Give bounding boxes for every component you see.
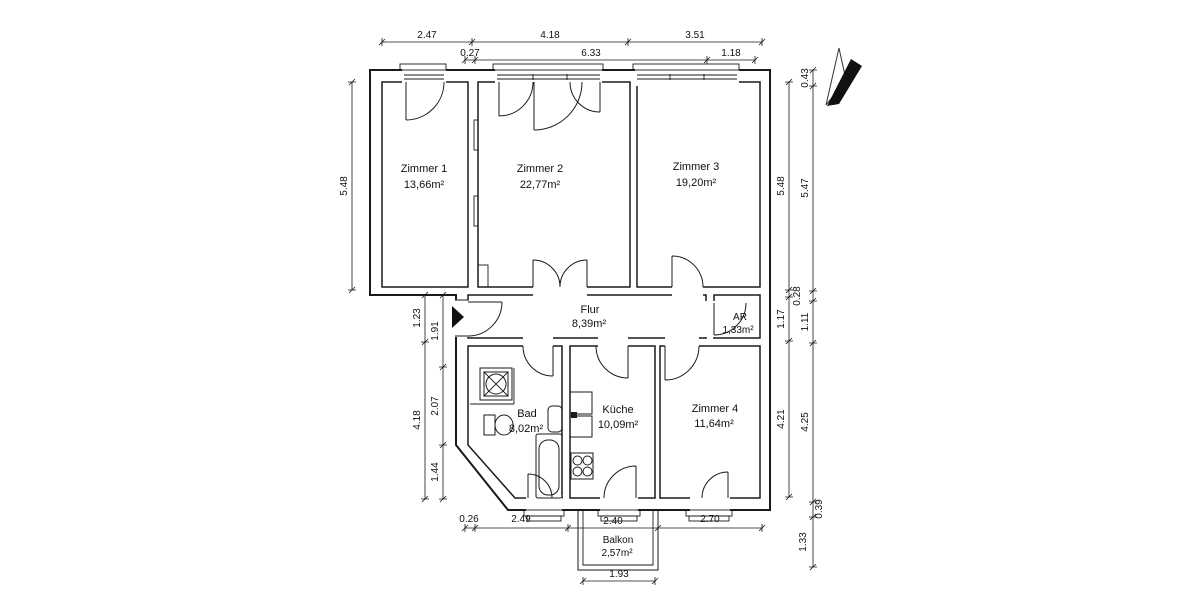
wall-pier <box>477 264 489 288</box>
room-label-bad: Bad <box>517 408 537 420</box>
windows <box>399 63 740 522</box>
dim-right-outer-7: 1.33 <box>798 532 809 552</box>
exterior-wall <box>369 69 771 511</box>
window-zimmer-1 <box>399 63 447 121</box>
room-labels: Zimmer 1 13,66m² Zimmer 2 22,77m² Zimmer… <box>401 161 754 559</box>
dim-right-outer-4: 1.11 <box>800 312 811 331</box>
kitchen-fixtures <box>569 391 594 480</box>
room-label-zimmer-1: Zimmer 1 <box>401 163 447 175</box>
toilet-icon <box>483 414 514 436</box>
bathroom-fixtures <box>479 367 563 499</box>
dim-right-outer-1: 0.43 <box>800 68 811 88</box>
door-kueche <box>595 345 629 379</box>
dim-top-3: 3.51 <box>685 30 705 41</box>
door-zimmer-3 <box>671 255 704 288</box>
dim-right-outer-2: 5.47 <box>800 178 811 198</box>
room-area-zimmer-1: 13,66m² <box>404 179 445 191</box>
door-balcony <box>597 465 641 522</box>
dim-top-2: 4.18 <box>540 30 560 41</box>
window-zimmer-4 <box>685 471 733 522</box>
doors <box>455 255 747 522</box>
stove-icon <box>570 452 594 480</box>
chimney-flue-lower <box>473 195 479 227</box>
door-entrance <box>455 299 503 337</box>
room-area-zimmer-2: 22,77m² <box>520 179 561 191</box>
room-area-flur: 8,39m² <box>572 318 607 330</box>
window-zimmer-2 <box>492 63 604 131</box>
dim-left-1: 1.23 <box>412 308 423 328</box>
room-area-bad: 8,02m² <box>509 423 544 435</box>
room-label-zimmer-4: Zimmer 4 <box>692 403 738 415</box>
room-label-zimmer-2: Zimmer 2 <box>517 163 563 175</box>
dim-left-2: 4.18 <box>412 410 423 430</box>
door-zimmer-2-double <box>532 259 588 288</box>
wall-openings <box>402 66 739 512</box>
sink-icon <box>547 405 563 433</box>
window-zimmer-3 <box>632 63 740 80</box>
north-arrow-icon <box>825 47 862 106</box>
shower-niche-wall <box>470 368 515 405</box>
room-label-zimmer-3: Zimmer 3 <box>673 161 719 173</box>
room-label-ar: AR <box>733 312 747 323</box>
dim-top-4: 0.27 <box>460 48 480 59</box>
dimension-lines <box>348 38 817 585</box>
room-label-balkon: Balkon <box>603 535 634 546</box>
door-bad <box>522 345 554 377</box>
dim-left-4: 2.07 <box>430 396 441 416</box>
dim-bottom-3: 2.40 <box>603 516 623 527</box>
window-bad <box>523 473 565 522</box>
dim-top-6: 1.18 <box>721 48 741 59</box>
dim-balcony-width: 1.93 <box>609 569 629 580</box>
dim-left-5: 1.44 <box>430 462 441 482</box>
dim-bottom-2: 2.49 <box>511 514 531 525</box>
dim-right-inner-1: 5.48 <box>776 176 787 196</box>
room-area-balkon: 2,57m² <box>601 548 633 559</box>
bathtub-icon <box>535 433 563 499</box>
balcony-structure <box>577 511 659 571</box>
dim-left-room-height: 5.48 <box>339 176 350 196</box>
dim-right-inner-2: 1.17 <box>776 309 787 329</box>
dim-right-outer-5: 4.25 <box>800 412 811 432</box>
shower-icon <box>479 367 513 401</box>
room-area-kueche: 10,09m² <box>598 419 639 431</box>
dim-right-outer-6: 0.39 <box>814 499 825 519</box>
dim-bottom-1: 0.26 <box>459 514 479 525</box>
chimney-flue-upper <box>473 119 479 151</box>
dim-left-3: 1.91 <box>430 321 441 341</box>
dim-top-1: 2.47 <box>417 30 437 41</box>
door-zimmer-4 <box>664 345 700 381</box>
dim-top-5: 6.33 <box>581 48 601 59</box>
door-abstellraum <box>713 302 747 336</box>
room-label-flur: Flur <box>581 304 600 316</box>
dim-right-inner-3: 4.21 <box>776 409 787 429</box>
wall-flur <box>467 294 707 339</box>
room-area-zimmer-4: 11,64m² <box>694 418 734 430</box>
room-area-ar: 1,33m² <box>722 325 754 336</box>
kitchen-sink-unit-icon <box>569 391 593 438</box>
dim-right-outer-3: 0.28 <box>792 286 803 306</box>
room-area-zimmer-3: 19,20m² <box>676 177 717 189</box>
dim-bottom-4: 2.70 <box>700 514 720 525</box>
room-label-kueche: Küche <box>602 404 633 416</box>
entrance-arrow-icon <box>452 306 464 328</box>
dimension-labels: 2.47 4.18 3.51 0.27 6.33 1.18 5.48 1.23 … <box>339 30 825 580</box>
